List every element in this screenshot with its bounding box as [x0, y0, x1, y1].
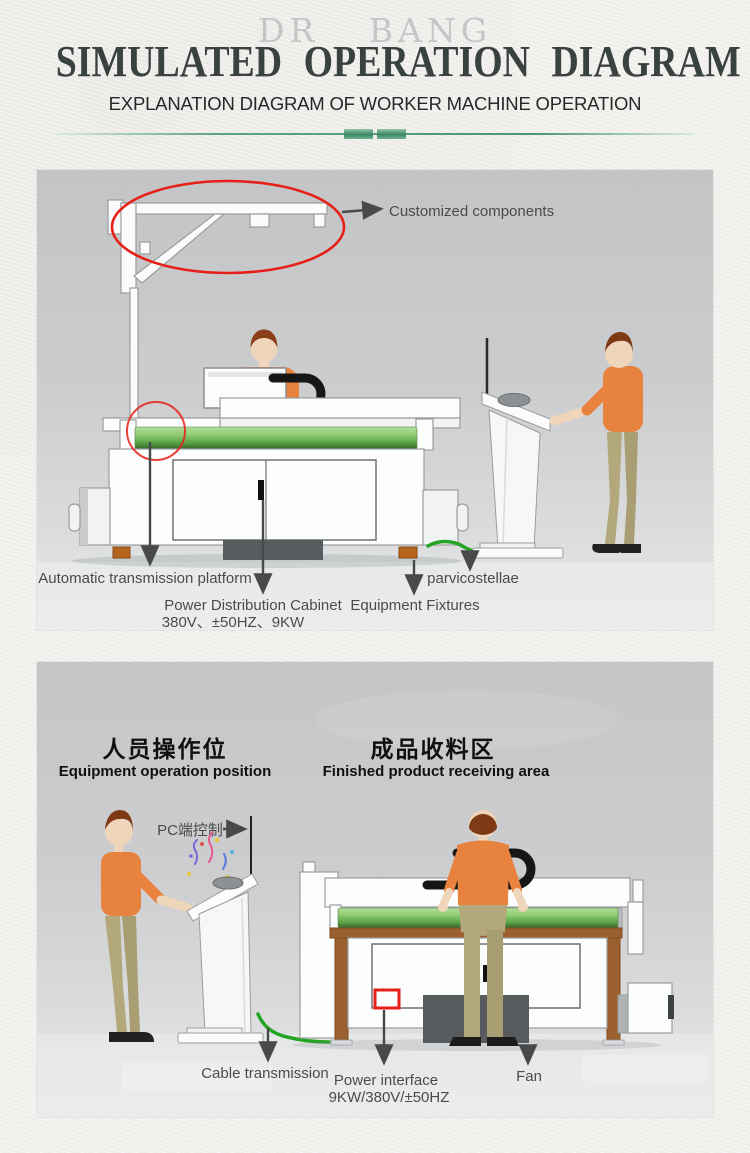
label-power-cabinet-specs: 380V、±50HZ、9KW — [162, 614, 305, 630]
worker-at-podium — [549, 332, 643, 553]
label-power-interface: Power interface — [334, 1072, 438, 1089]
arrow-customized-components — [341, 200, 384, 220]
worker-operator — [101, 810, 193, 1042]
light-haze — [317, 690, 617, 750]
floor-reflection-right — [581, 1054, 708, 1082]
gantry-frame — [107, 199, 328, 439]
header-divider — [55, 128, 695, 140]
heading-receiving-area-zh: 成品收料区 — [371, 736, 496, 762]
panel-zones-diagram: 人员操作位 Equipment operation position 成品收料区… — [37, 662, 713, 1117]
label-fan: Fan — [516, 1068, 542, 1085]
annotations: Customized components Automatic transmis… — [38, 200, 554, 630]
podium-mouse — [497, 393, 531, 407]
page-subtitle: EXPLANATION DIAGRAM OF WORKER MACHINE OP… — [108, 93, 642, 114]
label-pc-control: PC端控制 — [157, 822, 223, 839]
page-header: DR BANG SIMULATED OPERATION DIAGRAM EXPL… — [0, 0, 750, 170]
heading-operation-position-zh: 人员操作位 — [103, 736, 228, 762]
panel-operation-diagram: Customized components Automatic transmis… — [37, 170, 713, 630]
floor-reflection-left — [121, 1061, 273, 1091]
operation-scene: Customized components Automatic transmis… — [37, 170, 713, 630]
heading-operation-position-en: Equipment operation position — [59, 763, 272, 780]
divider-line — [55, 133, 695, 135]
control-podium — [472, 338, 564, 559]
label-cable-transmission: Cable transmission — [201, 1065, 329, 1082]
heading-receiving-area-en: Finished product receiving area — [323, 763, 550, 780]
zone-headings: 人员操作位 Equipment operation position 成品收料区… — [59, 736, 550, 780]
operator-podium — [177, 873, 264, 1044]
under-machine-box — [223, 540, 323, 560]
machine-foot-left — [112, 546, 131, 559]
machine-foot-right — [398, 546, 418, 559]
podium-mouse — [212, 876, 244, 890]
cutting-machine — [68, 397, 469, 568]
page-title: SIMULATED OPERATION DIAGRAM — [55, 37, 741, 86]
label-automatic-platform: Automatic transmission platform — [38, 570, 251, 587]
clipboard-slot — [208, 372, 282, 377]
highlight-circle-roller — [126, 401, 186, 461]
floor — [37, 562, 713, 630]
transmission-roller — [134, 426, 418, 450]
highlight-rect-power-interface — [373, 988, 401, 1010]
label-power-cabinet: Power Distribution Cabinet — [164, 597, 342, 614]
highlight-ellipse-customized — [110, 179, 346, 275]
label-customized-components: Customized components — [389, 203, 554, 220]
label-parvicostellae: parvicostellae — [427, 570, 519, 587]
label-power-interface-specs: 9KW/380V/±50HZ — [329, 1089, 450, 1106]
green-cable — [256, 1012, 331, 1044]
divider-center-blocks — [344, 129, 406, 139]
cabinet-handle — [483, 965, 489, 982]
label-equipment-fixtures: Equipment Fixtures — [350, 597, 479, 614]
cabinet-handle — [258, 480, 264, 500]
zones-scene: 人员操作位 Equipment operation position 成品收料区… — [37, 662, 713, 1117]
brand-watermark: DR BANG — [257, 11, 493, 50]
annotations: Cable transmission Power interface 9KW/3… — [201, 1010, 542, 1106]
worker-receiving — [438, 810, 528, 1046]
